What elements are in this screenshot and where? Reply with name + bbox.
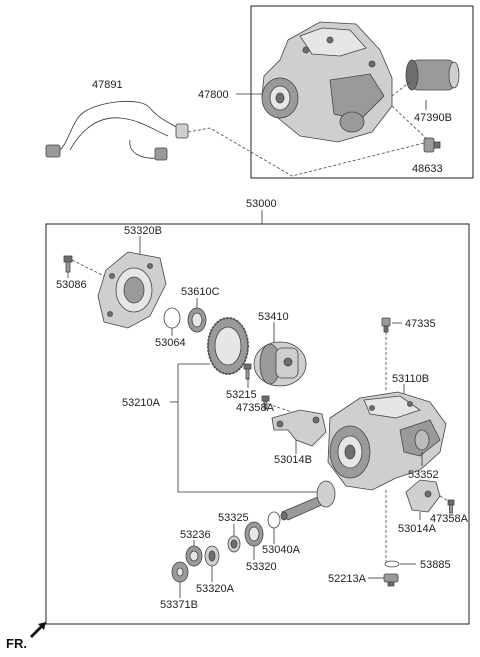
label-53410: 53410 — [258, 311, 289, 323]
label-53064: 53064 — [155, 337, 186, 349]
pinion-bearing-outer — [204, 545, 220, 567]
drive-pinion — [280, 480, 336, 521]
label-53086: 53086 — [56, 279, 87, 291]
oil-seal-right — [414, 429, 430, 451]
label-53320b: 53320B — [124, 225, 162, 237]
front-arrow-icon — [30, 622, 46, 638]
diff-kit-bracket — [177, 364, 328, 493]
bearing-cup — [244, 521, 264, 547]
actuator-motor — [405, 59, 460, 91]
mount-bracket-left — [271, 409, 327, 447]
speed-sensor — [423, 137, 441, 153]
label-47358a-right: 47358A — [430, 513, 469, 525]
label-47891: 47891 — [92, 79, 123, 91]
differential-carrier — [327, 391, 447, 491]
breather-plug — [381, 317, 391, 333]
label-52213a: 52213A — [328, 573, 367, 585]
ring-gear-bolt — [243, 363, 252, 380]
pinion-nut — [171, 561, 189, 583]
bracket-bolt-left — [261, 395, 270, 410]
carrier-assembly-frame — [45, 223, 470, 625]
collapsible-spacer — [227, 535, 241, 553]
rear-cover — [97, 251, 167, 329]
harness-link-line — [187, 127, 429, 177]
label-47335: 47335 — [405, 318, 436, 330]
label-48633: 48633 — [412, 163, 443, 175]
label-47800: 47800 — [198, 89, 229, 101]
differential-case — [253, 341, 307, 387]
label-53352: 53352 — [408, 469, 439, 481]
label-53014a: 53014A — [398, 523, 437, 535]
label-53014b: 53014B — [274, 454, 312, 466]
label-53371b: 53371B — [160, 599, 198, 611]
label-53210a: 53210A — [122, 397, 161, 409]
transfer-assembly-frame — [250, 5, 474, 179]
pinion-shim — [267, 511, 281, 529]
label-47390b: 47390B — [414, 112, 452, 124]
wiring-harness — [45, 101, 189, 161]
mount-bracket-right — [405, 479, 441, 513]
bracket-bolt-right — [447, 499, 455, 514]
oil-seal-left — [187, 307, 207, 333]
label-53236: 53236 — [180, 529, 211, 541]
ring-gear — [207, 317, 249, 375]
label-53320a: 53320A — [196, 583, 235, 595]
label-53040a: 53040A — [262, 544, 301, 556]
cover-bolt — [63, 255, 73, 273]
label-53000: 53000 — [246, 198, 277, 210]
label-53610c: 53610C — [181, 286, 220, 298]
label-53325: 53325 — [218, 512, 249, 524]
label-53885: 53885 — [420, 559, 451, 571]
label-53110b: 53110B — [392, 373, 429, 385]
pinion-bearing-inner — [185, 545, 203, 567]
o-ring — [163, 307, 181, 329]
drain-plug — [383, 573, 399, 587]
drain-gasket — [384, 560, 400, 568]
label-47358a-left: 47358A — [236, 402, 275, 414]
front-marker: FR. — [6, 636, 27, 651]
transfer-case-drawing — [261, 21, 393, 143]
label-53320: 53320 — [246, 561, 277, 573]
label-53215: 53215 — [226, 389, 257, 401]
